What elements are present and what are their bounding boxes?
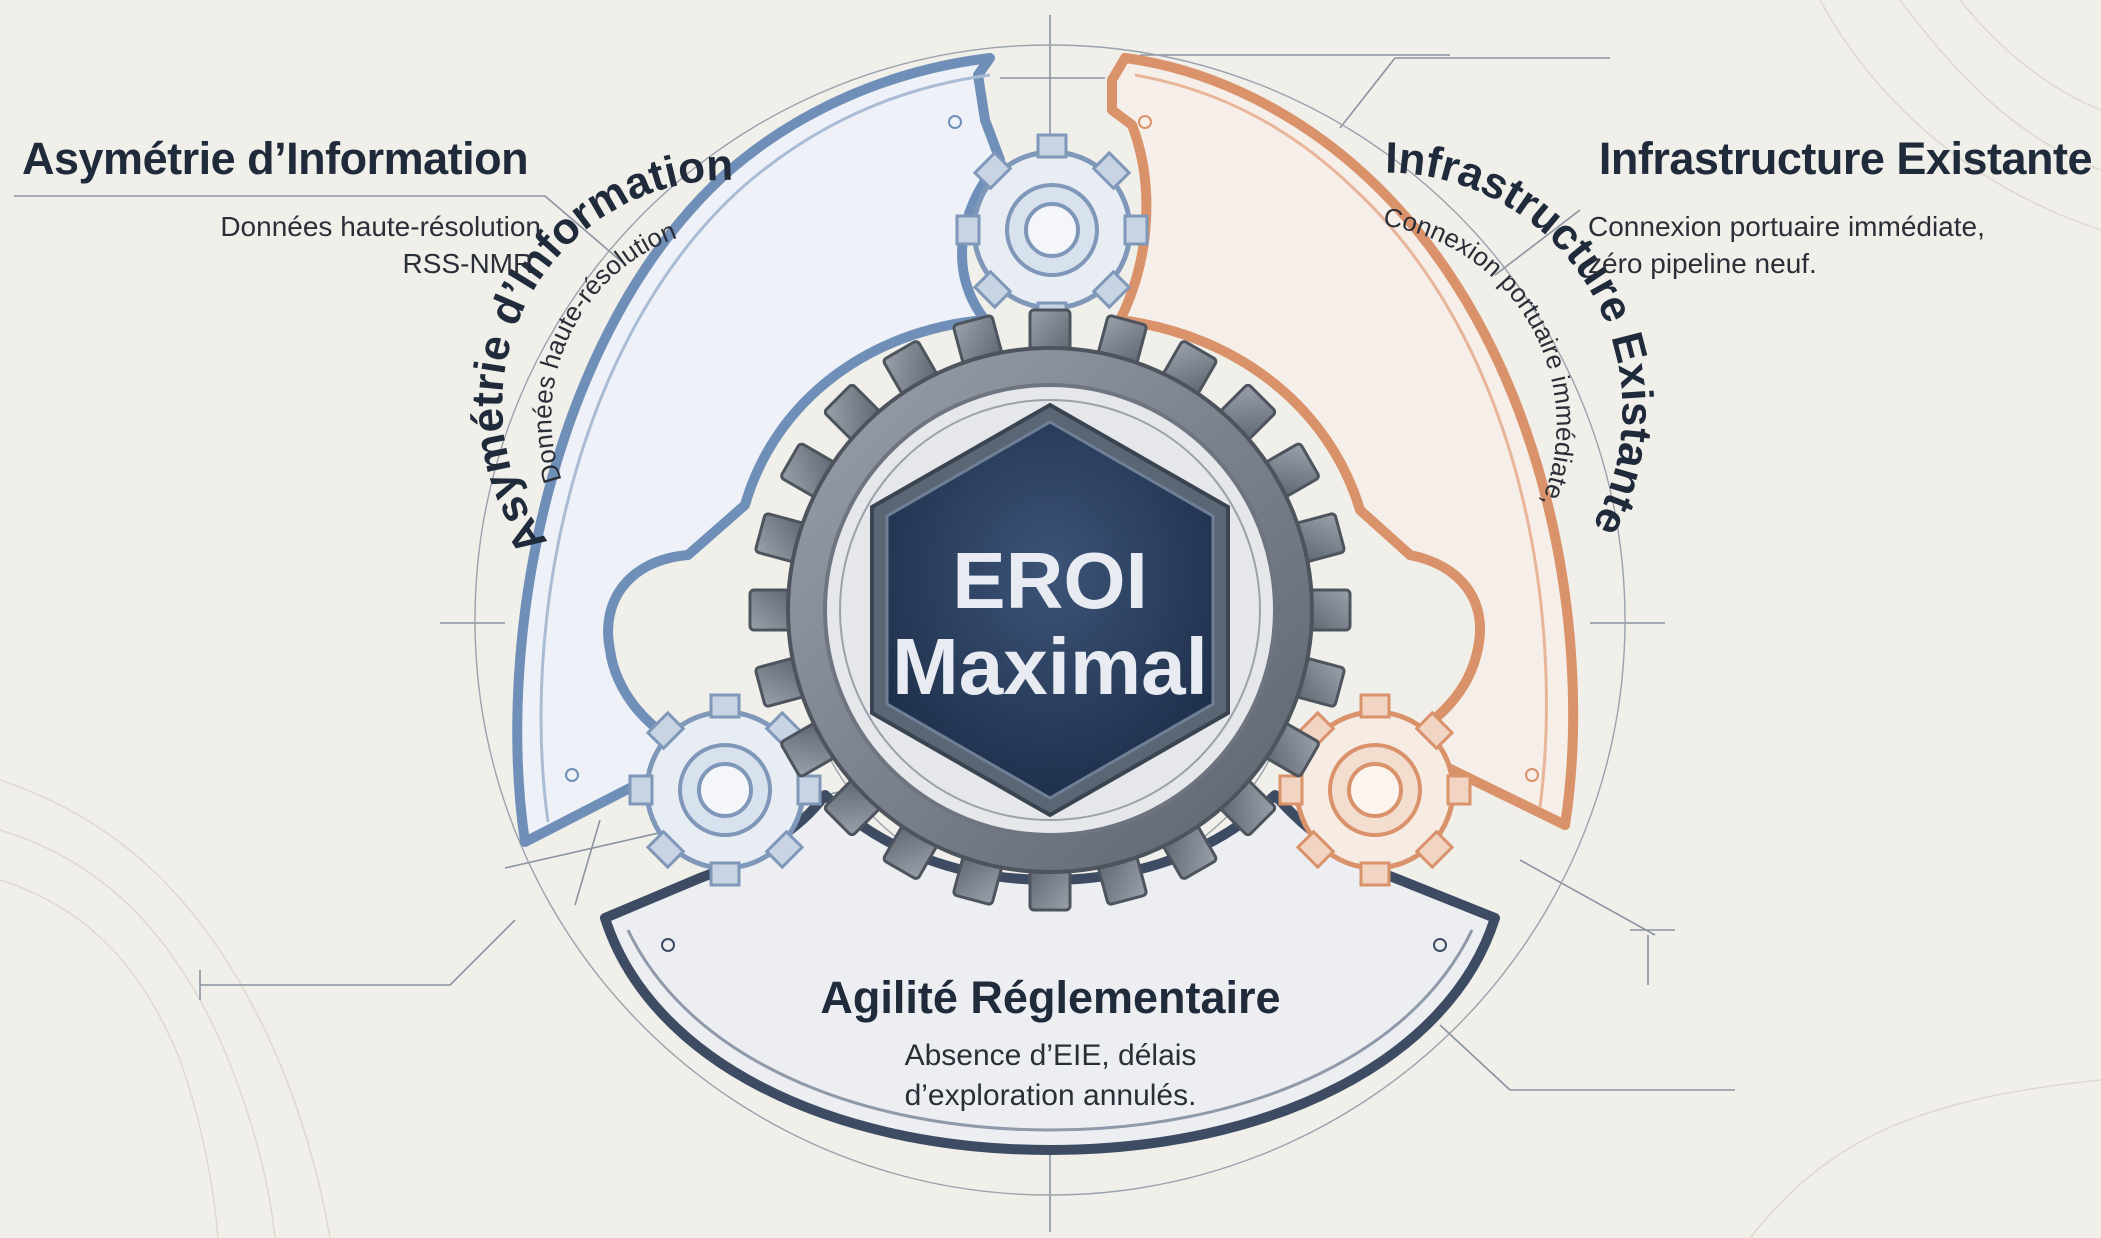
left-desc-line1: Données haute-résolution [220,211,541,242]
left-pillar-title: Asymétrie d’Information [22,133,529,184]
right-desc-line1: Connexion portuaire immédiate, [1588,211,1985,242]
bottom-desc-line2: d’exploration annulés. [904,1079,1197,1112]
bottom-desc-line1: Absence d’EIE, délais [904,1039,1197,1072]
right-pillar-title: Infrastructure Existante [1598,133,2093,184]
center-hexagon [870,402,1230,818]
center-title-line2: Maximal [892,622,1208,711]
gear-left [628,693,822,887]
left-desc-line2: RSS-NMR. [402,248,541,279]
left-pillar-description: Données haute-résolution RSS-NMR. [220,208,541,282]
right-pillar-description: Connexion portuaire immédiate, zéro pipe… [1588,208,1985,282]
right-desc-line2: zéro pipeline neuf. [1588,248,1817,279]
bottom-pillar-description: Absence d’EIE, délais d’exploration annu… [0,1036,2101,1116]
gear-top [955,133,1149,327]
construction-lines [14,15,1735,1232]
gear-right [1278,693,1472,887]
bottom-pillar-title: Agilité Réglementaire [820,972,1281,1023]
center-title-line1: EROI [952,536,1148,625]
